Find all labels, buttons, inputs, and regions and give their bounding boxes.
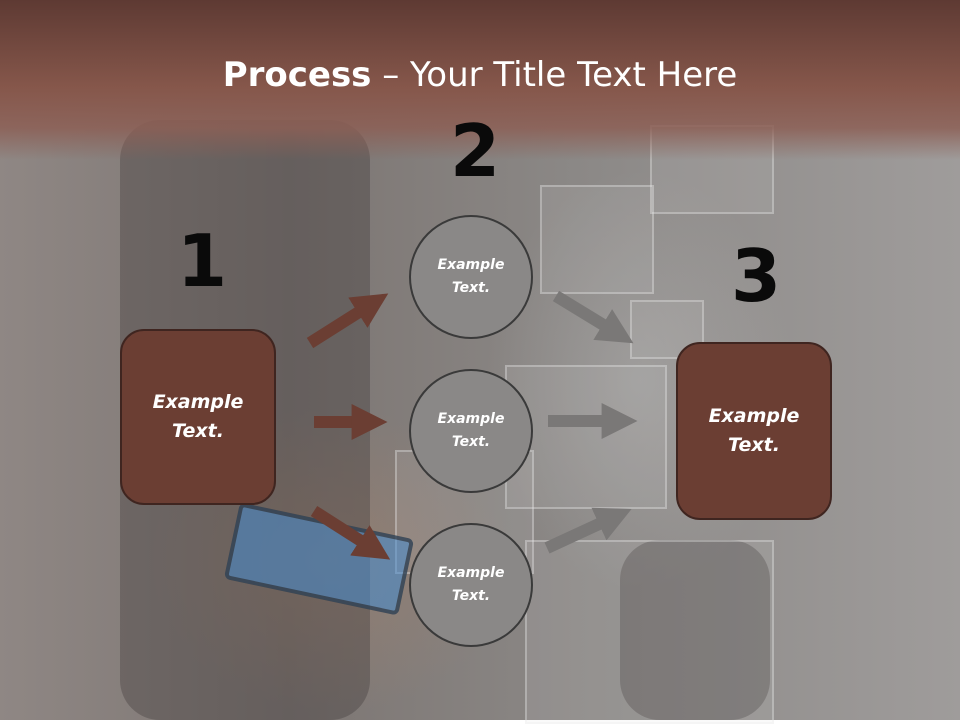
arrow-icon: [310, 505, 391, 560]
title-bold: Process: [222, 55, 372, 95]
title-bar: [0, 0, 960, 160]
slide-title: Process – Your Title Text Here: [0, 55, 960, 95]
step-3-line2: Text.: [728, 434, 780, 456]
background-tile: [540, 185, 654, 294]
step-3-box: Example Text.: [676, 342, 832, 520]
circle-top-line2: Text.: [451, 280, 491, 296]
step-2-circle-bottom: Example Text.: [409, 523, 533, 647]
circle-middle-line1: Example: [437, 411, 505, 427]
arrow-icon: [544, 507, 632, 554]
step-3-line1: Example: [708, 405, 800, 427]
step-1-line2: Text.: [172, 420, 224, 442]
arrow-icon: [306, 293, 389, 349]
circle-bottom-line2: Text.: [451, 588, 491, 604]
circle-bottom-line1: Example: [437, 565, 505, 581]
step-number-1: 1: [177, 219, 228, 303]
step-number-2: 2: [450, 109, 501, 193]
circle-top-line1: Example: [437, 257, 505, 273]
step-2-circle-top: Example Text.: [409, 215, 533, 339]
title-rest: – Your Title Text Here: [371, 55, 738, 95]
step-1-line1: Example: [152, 391, 244, 413]
step-1-box: Example Text.: [120, 329, 276, 505]
step-2-circle-middle: Example Text.: [409, 369, 533, 493]
step-number-3: 3: [731, 234, 782, 318]
arrow-icon: [552, 290, 634, 344]
circle-middle-line2: Text.: [451, 434, 491, 450]
background-person-2: [620, 540, 770, 720]
